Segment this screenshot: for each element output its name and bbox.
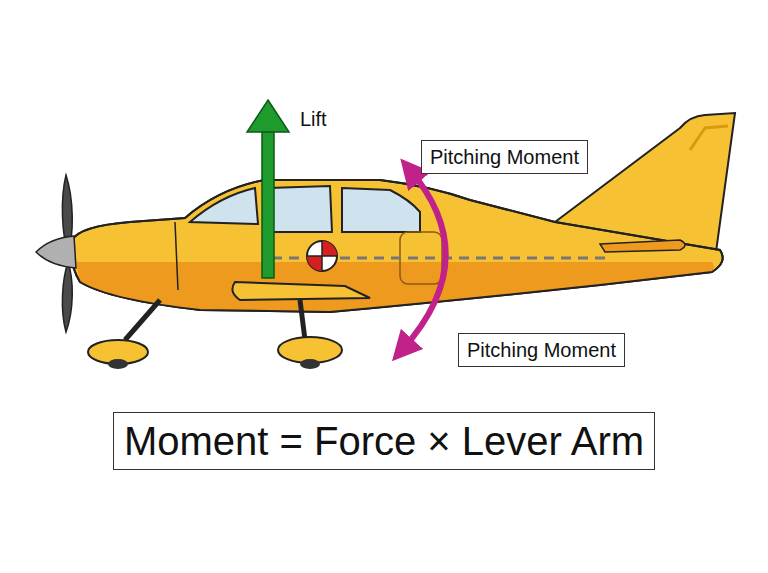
moment-label-box: Pitching Moment	[421, 140, 588, 174]
box-text: Moment = Force × Lever Arm	[124, 417, 644, 465]
moment-label-box: Pitching Moment	[458, 333, 625, 367]
force-label: Lift	[300, 108, 327, 131]
box-text: Pitching Moment	[430, 145, 579, 169]
box-text: Pitching Moment	[467, 338, 616, 362]
formula-box: Moment = Force × Lever Arm	[113, 412, 655, 470]
